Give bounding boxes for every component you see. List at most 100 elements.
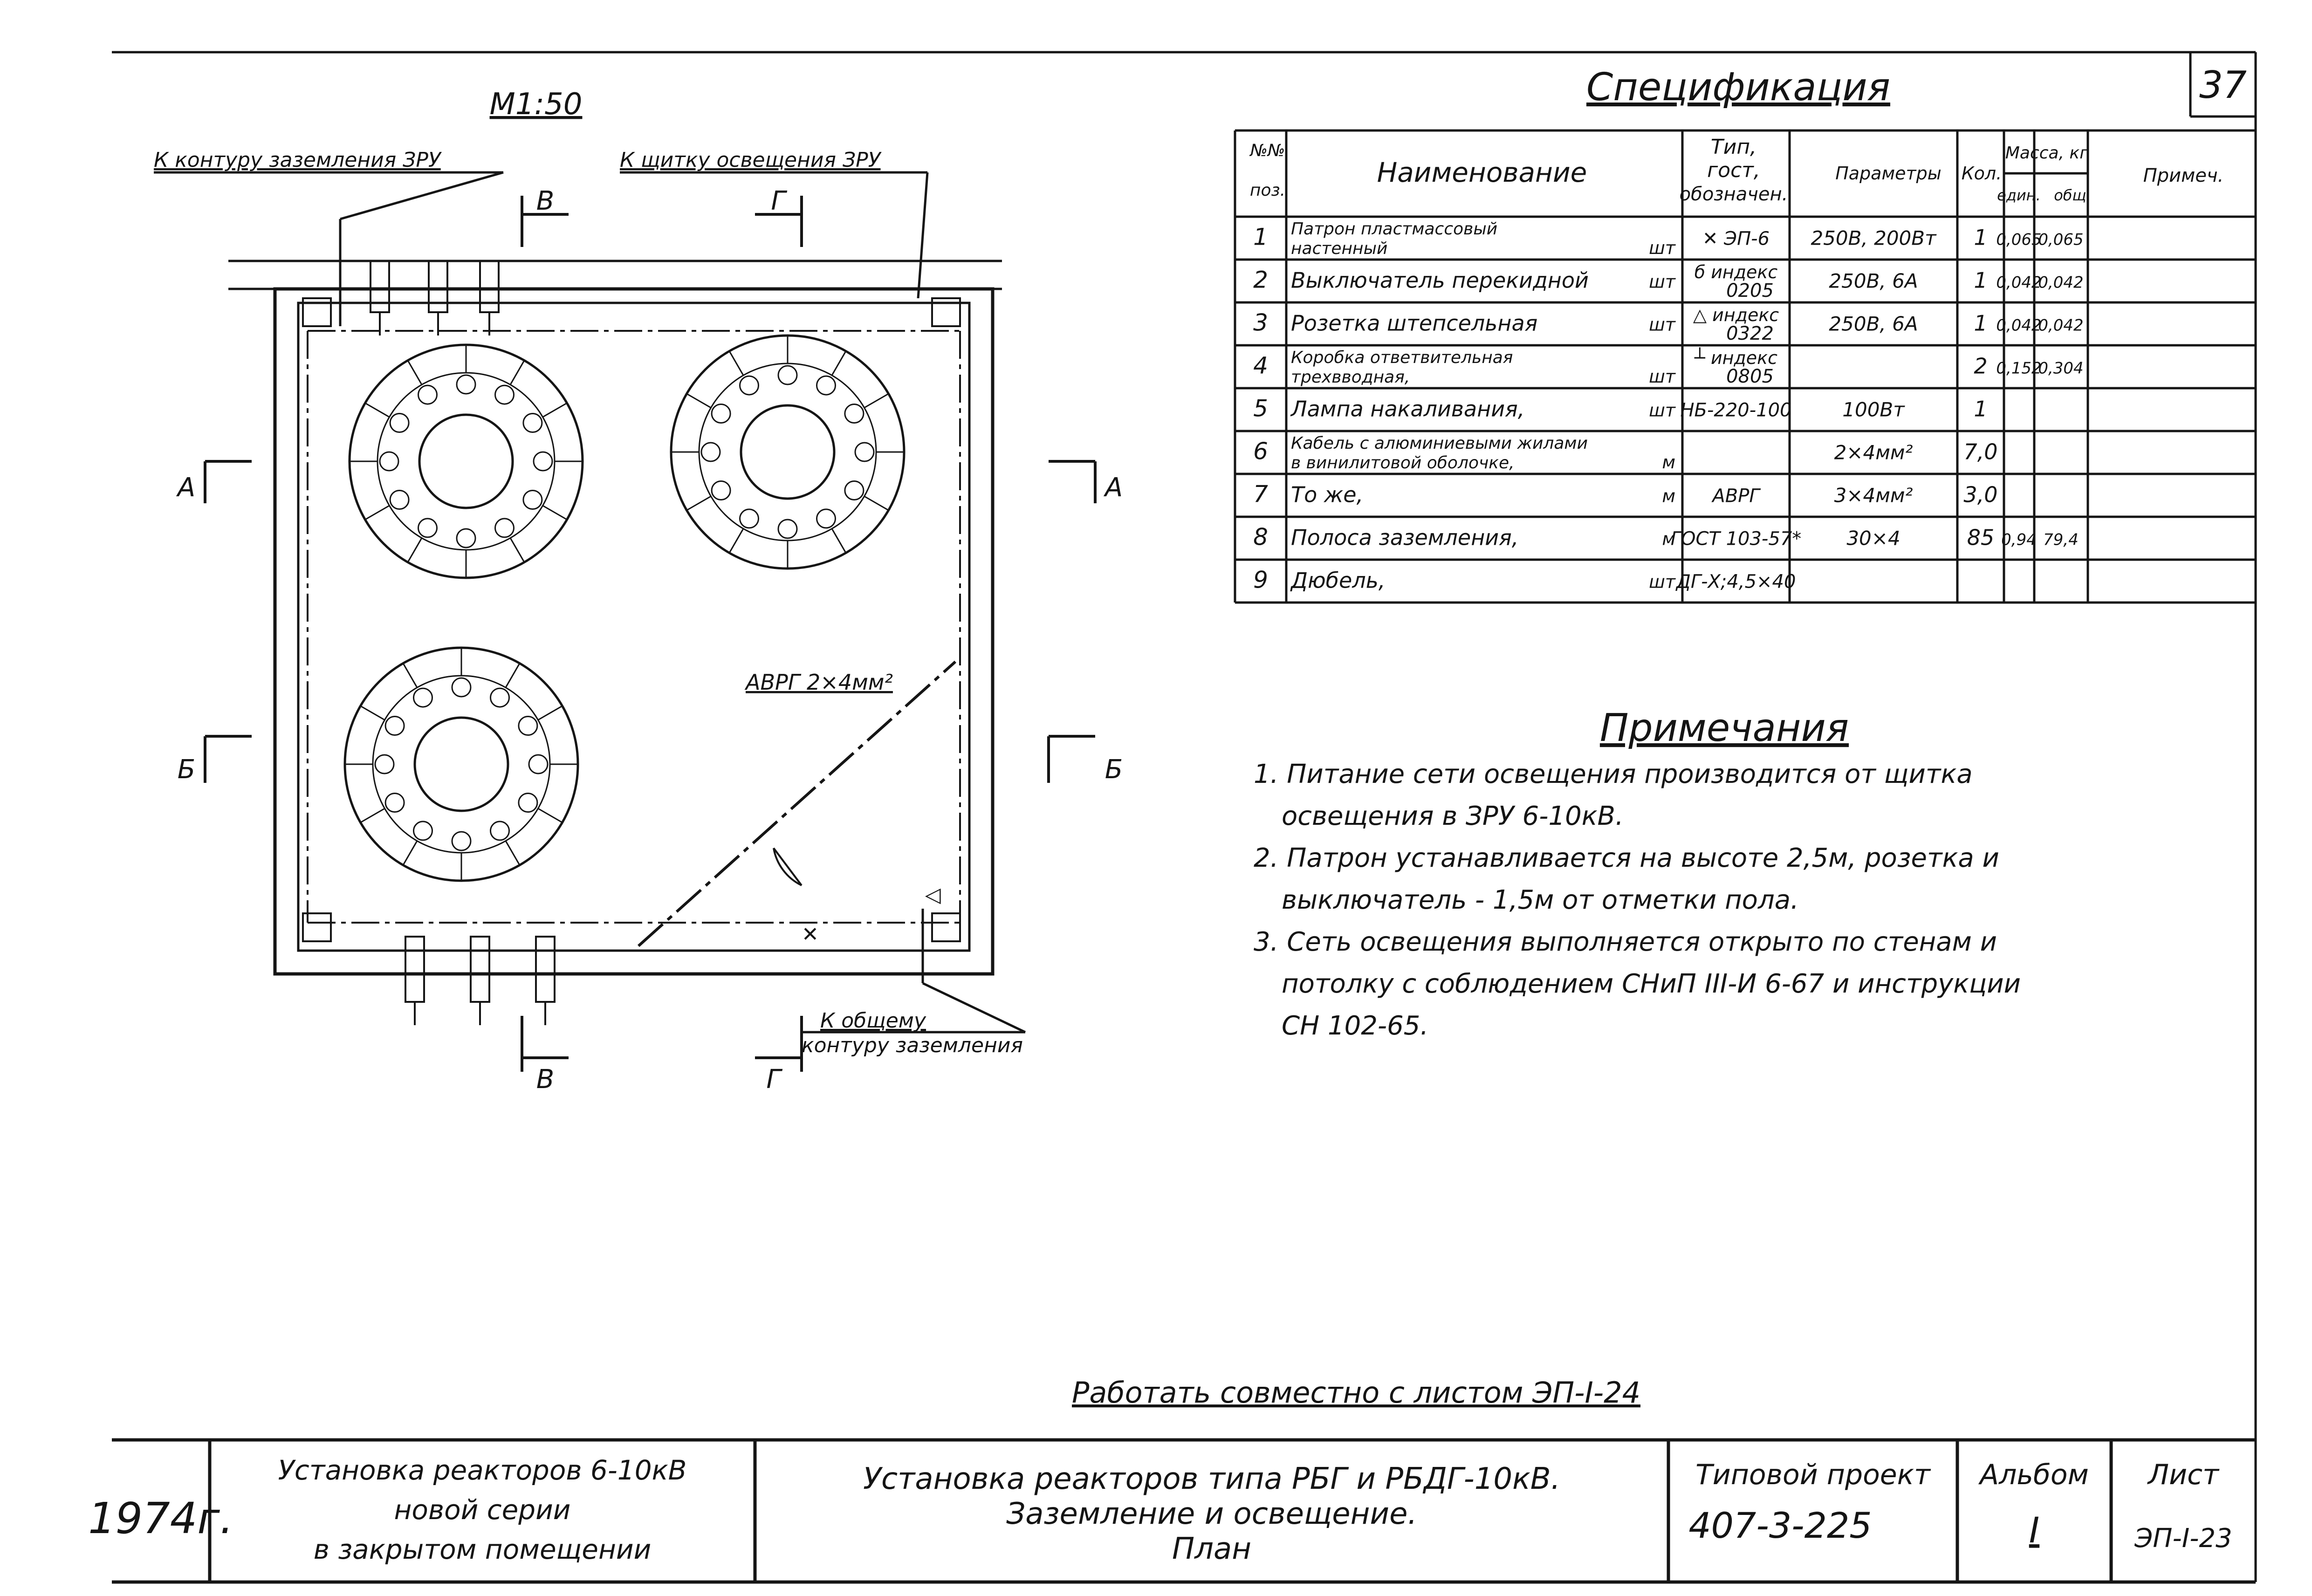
bolt bbox=[711, 480, 731, 500]
spec-mass-total: 0,304 bbox=[2038, 359, 2083, 378]
spec-mass-total: 0,042 bbox=[2038, 274, 2083, 292]
spec-qty: 7,0 bbox=[1963, 439, 1997, 465]
title-line-3: План bbox=[1172, 1532, 1251, 1566]
rib bbox=[360, 705, 385, 721]
spec-params: 3×4мм² bbox=[1834, 484, 1913, 507]
reactor-3 bbox=[343, 646, 579, 882]
section-g-bottom: Г bbox=[766, 1064, 782, 1095]
notes-title: Примечания bbox=[1600, 706, 1849, 750]
rib bbox=[364, 402, 390, 418]
spec-header-note: Примеч. bbox=[2143, 165, 2224, 186]
bolt bbox=[777, 519, 798, 539]
bolt bbox=[389, 490, 410, 510]
bolt bbox=[844, 404, 864, 424]
spec-header-name: Наименование bbox=[1377, 157, 1587, 188]
top-beam bbox=[228, 260, 1002, 290]
sheet-value: ЭП-I-23 bbox=[2134, 1523, 2232, 1554]
reactor-1 bbox=[348, 343, 584, 579]
section-a-right: А bbox=[1104, 473, 1123, 503]
rib bbox=[686, 393, 712, 409]
work-with-note: Работать совместно с листом ЭП-I-24 bbox=[1072, 1376, 1640, 1410]
spec-params: 250В, 200Вт bbox=[1811, 227, 1937, 250]
year: 1974г. bbox=[88, 1493, 233, 1543]
spec-unit: м bbox=[1662, 486, 1675, 507]
socket-symbol: ◁ bbox=[925, 883, 941, 907]
bolt bbox=[533, 451, 553, 472]
reactor-bolts bbox=[345, 336, 904, 881]
spec-pos: 3 bbox=[1253, 309, 1268, 336]
note-line-6: потолку с соблюдением СНиП III-И 6-67 и … bbox=[1282, 969, 2021, 999]
section-g-top: Г bbox=[771, 186, 787, 216]
bolt bbox=[854, 442, 875, 462]
spec-header-type-1: Тип, bbox=[1711, 135, 1756, 159]
spec-name-2: настенный bbox=[1291, 239, 1387, 258]
bolt bbox=[490, 821, 510, 841]
spec-name: Лампа накаливания, bbox=[1290, 397, 1524, 422]
section-marks bbox=[204, 196, 1097, 1072]
spec-name: То же, bbox=[1291, 482, 1363, 507]
bolt bbox=[384, 793, 405, 813]
section-v-top: В bbox=[536, 186, 554, 216]
lamp-symbol: ✕ bbox=[802, 923, 819, 946]
spec-name: Коробка ответвительная bbox=[1291, 348, 1513, 367]
spec-header-pos-2: поз. bbox=[1250, 181, 1285, 200]
bolt bbox=[518, 793, 538, 813]
room-walls bbox=[273, 287, 995, 976]
rib bbox=[537, 705, 563, 721]
bolt bbox=[374, 754, 395, 774]
bolt bbox=[456, 374, 476, 395]
album-value: I bbox=[2029, 1509, 2039, 1551]
bolt bbox=[528, 754, 549, 774]
note-line-2: освещения в ЗРУ 6-10кВ. bbox=[1282, 801, 1624, 831]
section-b-right: Б bbox=[1105, 754, 1123, 785]
rib bbox=[542, 505, 568, 521]
spec-params: 100Вт bbox=[1842, 398, 1905, 421]
angle-arc bbox=[773, 848, 802, 886]
cable-run-diagonal bbox=[637, 660, 957, 947]
spec-unit: шт bbox=[1649, 315, 1676, 335]
bolt bbox=[451, 677, 472, 698]
rib bbox=[505, 840, 521, 866]
scale-label: М1:50 bbox=[490, 87, 583, 122]
spec-header-type-2: гост, bbox=[1707, 158, 1760, 182]
bolt bbox=[777, 365, 798, 385]
rib bbox=[509, 537, 525, 563]
spec-type: ┴ индекс bbox=[1694, 347, 1777, 368]
series-line-1: Установка реакторов 6-10кВ bbox=[278, 1454, 687, 1486]
album-label: Альбом bbox=[1978, 1459, 2089, 1491]
spec-type-2: 0205 bbox=[1726, 280, 1774, 301]
spec-table: Спецификация №№ поз. Наименование Тип, г… bbox=[1234, 65, 2257, 604]
note-line-1: 1. Питание сети освещения производится о… bbox=[1254, 759, 1973, 789]
spec-header-type-3: обозначен. bbox=[1680, 184, 1788, 205]
spec-name-2: трехвводная, bbox=[1291, 368, 1410, 387]
spec-unit: шт bbox=[1649, 572, 1676, 592]
spec-qty: 1 bbox=[1974, 397, 1987, 422]
spec-name: Кабель с алюминиевыми жилами bbox=[1291, 434, 1588, 453]
note-line-7: СН 102-65. bbox=[1282, 1011, 1428, 1041]
series-line-2: новой серии bbox=[394, 1494, 571, 1526]
spec-header-pos-1: №№ bbox=[1249, 141, 1285, 160]
rib bbox=[402, 663, 418, 688]
spec-grid bbox=[1234, 129, 2257, 604]
spec-header-params: Параметры bbox=[1835, 163, 1942, 184]
bolt bbox=[700, 442, 721, 462]
title-line-2: Заземление и освещение. bbox=[1006, 1497, 1417, 1531]
rib bbox=[831, 528, 847, 554]
bushings-bottom bbox=[391, 936, 573, 1025]
spec-pos: 7 bbox=[1253, 481, 1268, 508]
spec-unit: шт bbox=[1649, 366, 1676, 387]
section-v-bottom: В bbox=[536, 1064, 554, 1095]
rib bbox=[864, 393, 889, 409]
spec-name: Патрон пластмассовый bbox=[1291, 219, 1497, 239]
leader-ground-top bbox=[154, 171, 504, 326]
series-line-3: в закрытом помещении bbox=[314, 1534, 652, 1565]
title-block-grid bbox=[112, 1438, 2256, 1584]
sheet-frame bbox=[112, 51, 2257, 1582]
spec-mass-total: 0,042 bbox=[2038, 316, 2083, 335]
spec-qty: 1 bbox=[1974, 268, 1987, 293]
spec-qty: 3,0 bbox=[1963, 482, 1997, 507]
